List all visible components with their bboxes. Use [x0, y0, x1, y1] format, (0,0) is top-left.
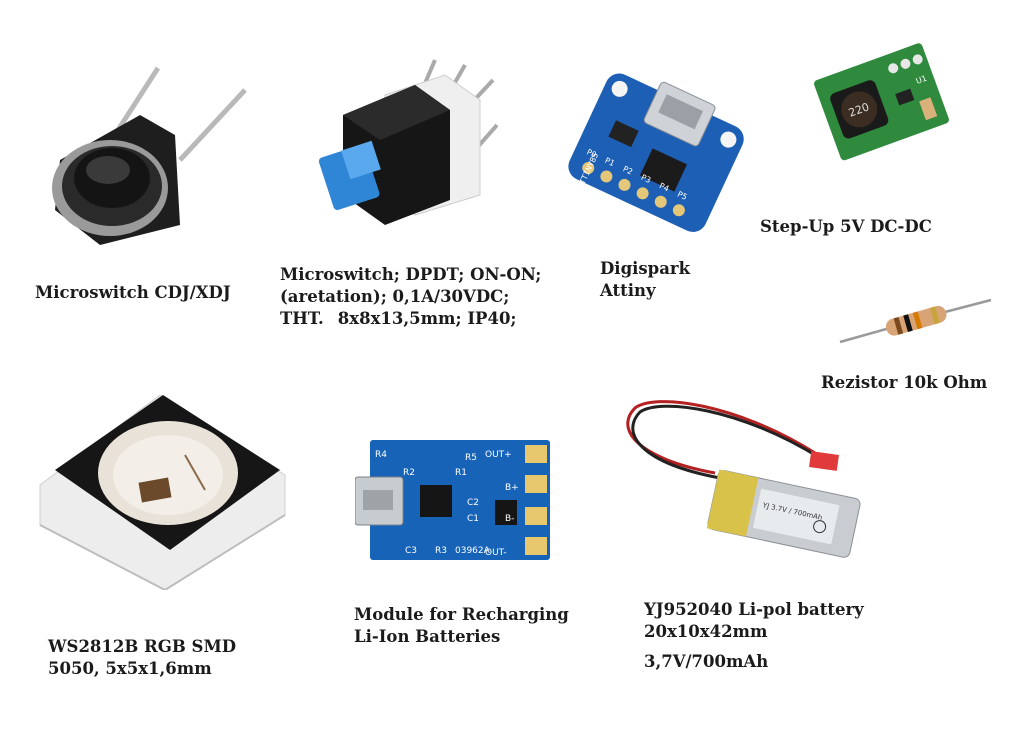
part-code-silk: 03962A: [455, 546, 491, 556]
c2-silk: C2: [467, 498, 479, 508]
r2-silk: R2: [403, 468, 415, 478]
pin-label-p3: P3: [640, 173, 653, 185]
microswitch-cdj-label: Microswitch CDJ/XDJ: [35, 283, 231, 302]
tact-switch-image: [40, 60, 260, 250]
r1-silk: R1: [455, 468, 467, 478]
out-minus-silk: OUT-: [485, 548, 507, 558]
resistor-image: [835, 290, 995, 350]
step-up-module-image: 220 U1: [810, 40, 950, 170]
step-up-label: Step-Up 5V DC-DC: [760, 217, 932, 236]
b-plus-silk: B+: [505, 483, 519, 493]
pin-label-p0: P0: [585, 147, 598, 159]
b-minus-silk: B-: [505, 514, 514, 524]
lipo-battery-image: YJ 3.7V / 700mAh: [615, 398, 865, 578]
pin-label-p4: P4: [658, 181, 671, 193]
microswitch-dpdt-label: Microswitch; DPDT; ON-ON; (aretation); 0…: [280, 265, 542, 328]
dpdt-switch-image: [315, 55, 505, 235]
charger-module-image: OUT+ B+ B- OUT- R5 R2 R1 C2 C1 C3 R3 039…: [355, 435, 555, 565]
r3-silk: R3: [435, 546, 447, 556]
u1-silk: U1: [915, 74, 928, 86]
resistor-label: Rezistor 10k Ohm: [821, 373, 988, 392]
c3-silk: C3: [405, 546, 417, 556]
pin-label-p1: P1: [603, 156, 616, 168]
c1-silk: C1: [467, 514, 479, 524]
charger-label: Module for Recharging Li-Ion Batteries: [354, 605, 569, 646]
ws2812b-label: WS2812B RGB SMD 5050, 5x5x1,6mm: [48, 637, 237, 678]
pin-label-p5: P5: [676, 190, 689, 202]
ws2812b-led-image: [35, 395, 295, 590]
battery-label: YJ952040 Li-pol battery 20x10x42mm 3,7V/…: [644, 600, 864, 671]
out-plus-silk: OUT+: [485, 450, 512, 460]
digispark-label: Digispark Attiny: [600, 259, 691, 300]
r4-silk: R4: [375, 450, 387, 460]
digispark-board-image: P0 P1 P2 P3 P4 P5 ATTINY85: [560, 65, 750, 240]
r5-silk: R5: [465, 453, 477, 463]
pin-label-p2: P2: [621, 164, 634, 176]
